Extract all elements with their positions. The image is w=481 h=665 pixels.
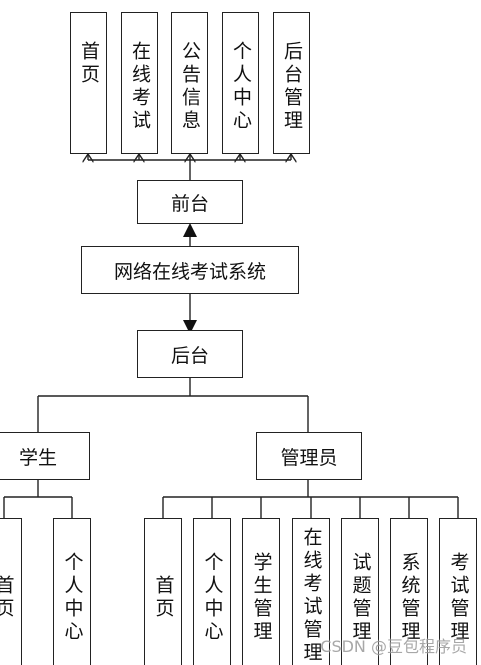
admin-module-exam-management: 考试管理 [439, 518, 477, 665]
watermark-text: CSDN @豆包程序员 [320, 637, 467, 656]
front-module-label: 首页 [78, 41, 100, 87]
admin-module-label: 首页 [152, 575, 175, 621]
front-module-backend-admin: 后台管理 [273, 12, 310, 154]
role-admin-label: 管理员 [280, 446, 338, 469]
front-module-announcements: 公告信息 [171, 12, 208, 154]
system-title: 网络在线考试系统 [113, 260, 266, 283]
front-module-label: 个人中心 [230, 41, 252, 133]
admin-module-label: 考试管理 [447, 552, 470, 644]
admin-module-personal-center: 个人中心 [193, 518, 231, 665]
admin-module-label: 个人中心 [201, 552, 224, 644]
front-module-personal-center: 个人中心 [222, 12, 259, 154]
admin-module-label: 学生管理 [250, 552, 273, 644]
front-module-label: 后台管理 [281, 41, 303, 133]
role-admin-box: 管理员 [256, 432, 362, 480]
front-end-label: 前台 [170, 192, 209, 215]
front-module-label: 在线考试 [129, 41, 151, 133]
admin-module-system-management: 系统管理 [390, 518, 428, 665]
admin-module-student-management: 学生管理 [242, 518, 280, 665]
back-end-box: 后台 [137, 330, 243, 378]
admin-module-question-management: 试题管理 [341, 518, 379, 665]
back-end-label: 后台 [170, 344, 209, 367]
student-module-label: 个人中心 [61, 552, 84, 644]
role-student-box: 学生 [0, 432, 90, 480]
admin-module-online-exam-management: 在线考试管理 [292, 518, 330, 665]
admin-module-label: 在线考试管理 [300, 527, 323, 665]
admin-module-home: 首页 [144, 518, 182, 665]
role-student-label: 学生 [18, 446, 57, 469]
student-module-personal-center: 个人中心 [53, 518, 91, 665]
front-module-home: 首页 [70, 12, 107, 154]
system-title-box: 网络在线考试系统 [81, 246, 299, 294]
admin-module-label: 试题管理 [349, 552, 372, 644]
admin-module-label: 系统管理 [398, 552, 421, 644]
front-module-label: 公告信息 [179, 41, 201, 133]
front-module-online-exam: 在线考试 [121, 12, 158, 154]
front-end-box: 前台 [137, 180, 243, 224]
student-module-home: 首页 [0, 518, 22, 665]
student-module-label: 首页 [0, 575, 15, 621]
